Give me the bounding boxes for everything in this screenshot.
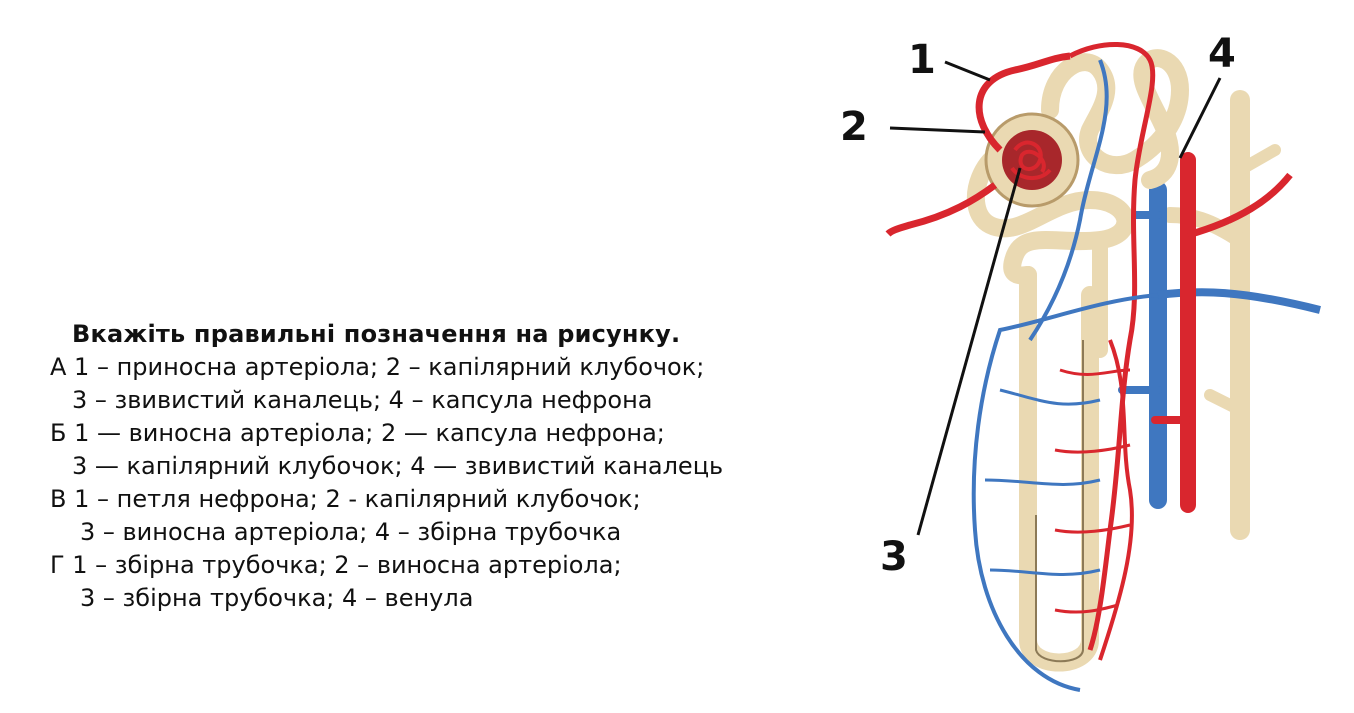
option-g-line2: 3 – збірна трубочка; 4 – венула [80, 584, 474, 612]
nephron-capsule [984, 112, 1080, 208]
collecting-duct [1162, 90, 1281, 540]
option-b-line2: 3 — капілярний клубочок; 4 — звивистий к… [72, 452, 724, 480]
renal-vein [1118, 181, 1321, 509]
option-a-line2: 3 – звивистий каналець; 4 – капсула нефр… [72, 386, 653, 414]
leader-lines [889, 60, 1222, 536]
option-a[interactable]: А 1 – приносна артеріола; 2 – капілярний… [50, 351, 790, 417]
capillary-network-arterial [1054, 339, 1134, 661]
option-b-line1: Б 1 — виносна артеріола; 2 — капсула неф… [50, 419, 665, 447]
nephron-diagram: 1 2 3 4 [800, 10, 1354, 713]
label-1: 1 [908, 37, 936, 83]
question-block: Вкажіть правильні позначення на рисунку.… [50, 318, 790, 615]
option-g[interactable]: Г 1 – збірна трубочка; 2 – виносна артер… [50, 549, 790, 615]
option-v-line1: В 1 – петля нефрона; 2 - капілярний клуб… [50, 485, 641, 513]
question-title: Вкажіть правильні позначення на рисунку. [72, 320, 681, 348]
capillary-network-venous [971, 59, 1159, 692]
loop-inner-line [1035, 340, 1084, 663]
arterioles [885, 42, 1156, 651]
capillary-glomerulus [1010, 140, 1052, 180]
option-g-line1: Г 1 – збірна трубочка; 2 – виносна артер… [50, 551, 622, 579]
option-v-line2: 3 – виносна артеріола; 4 – збірна трубоч… [80, 518, 622, 546]
convoluted-tubule [966, 49, 1190, 285]
label-2: 2 [840, 104, 868, 150]
label-3: 3 [880, 534, 908, 580]
label-4: 4 [1208, 31, 1236, 77]
option-a-line1: А 1 – приносна артеріола; 2 – капілярний… [50, 353, 705, 381]
option-b[interactable]: Б 1 — виносна артеріола; 2 — капсула неф… [50, 417, 790, 483]
nephron-illustration: 1 2 3 4 [840, 31, 1321, 692]
renal-artery [1151, 152, 1293, 513]
option-v[interactable]: В 1 – петля нефрона; 2 - капілярний клуб… [50, 483, 790, 549]
